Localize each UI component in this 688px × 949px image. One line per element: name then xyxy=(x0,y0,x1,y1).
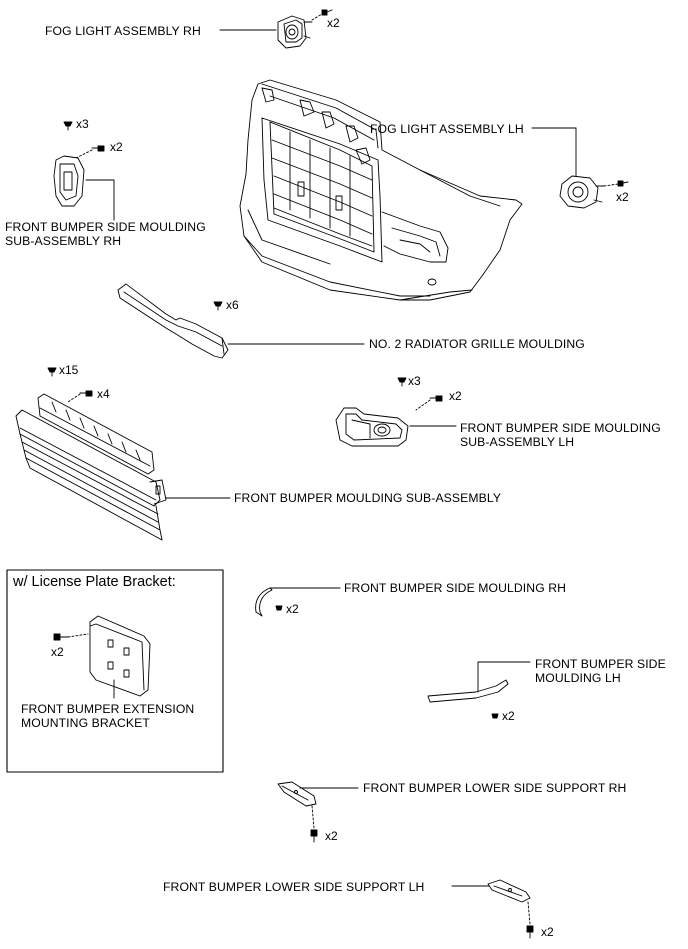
side-moulding-rh-drawing xyxy=(255,587,273,617)
label-side-moulding-lh-line1: FRONT BUMPER SIDE xyxy=(535,657,666,671)
support-rh-bolt-icon xyxy=(310,829,318,843)
bracket-bolt-dash xyxy=(67,633,89,638)
side-moulding-lh-clip-icon xyxy=(491,713,499,719)
fog-light-rh-drawing xyxy=(277,13,323,49)
qty-side-moulding-lh-clip: x2 xyxy=(502,709,515,723)
label-side-moulding-sub-rh-line2: SUB-ASSEMBLY RH xyxy=(5,234,122,248)
front-bumper-drawing xyxy=(239,79,523,301)
bracket-bolt-icon xyxy=(53,633,69,641)
fog-light-lh-drawing xyxy=(559,175,619,209)
fog-rh-bolt-icon xyxy=(321,9,333,16)
qty-side-lh-screw: x2 xyxy=(449,389,462,403)
side-lh-screw-icon xyxy=(429,395,443,402)
side-moulding-lh-drawing xyxy=(427,679,509,703)
fog-lh-bolt-icon xyxy=(617,180,629,187)
grille-clip-icon xyxy=(213,301,223,311)
qty-moulding-clip: x15 xyxy=(59,363,79,377)
label-side-moulding-sub-rh-line1: FRONT BUMPER SIDE MOULDING xyxy=(5,220,206,234)
moulding-screw-dash xyxy=(67,393,81,403)
label-side-moulding-lh-line2: MOULDING LH xyxy=(535,671,621,685)
extension-mounting-bracket-drawing xyxy=(89,615,151,697)
qty-fog-rh-bolt: x2 xyxy=(327,16,340,30)
side-lh-clip-icon xyxy=(397,377,407,387)
front-bumper-moulding-sub-drawing xyxy=(15,393,167,541)
support-lh-bolt-dash xyxy=(527,901,531,925)
qty-support-rh-bolt: x2 xyxy=(325,829,338,843)
qty-moulding-screw: x4 xyxy=(97,387,110,401)
side-rh-screw-dash xyxy=(71,149,93,161)
qty-side-rh-clip: x3 xyxy=(76,117,89,131)
label-extension-bracket-line2: MOUNTING BRACKET xyxy=(21,716,150,730)
side-rh-screw-icon xyxy=(91,145,105,152)
side-moulding-rh-clip-icon xyxy=(275,605,283,611)
qty-fog-lh-bolt: x2 xyxy=(616,190,629,204)
label-fog-light-rh: FOG LIGHT ASSEMBLY RH xyxy=(45,24,201,38)
label-front-bumper-moulding-sub: FRONT BUMPER MOULDING SUB-ASSEMBLY xyxy=(234,491,502,505)
label-side-moulding-sub-lh-line2: SUB-ASSEMBLY LH xyxy=(460,435,575,449)
qty-bracket-bolt: x2 xyxy=(51,645,64,659)
support-rh-bolt-dash xyxy=(311,805,315,829)
qty-side-lh-clip: x3 xyxy=(408,374,421,388)
label-side-moulding-rh: FRONT BUMPER SIDE MOULDING RH xyxy=(344,581,567,595)
label-lower-side-support-rh: FRONT BUMPER LOWER SIDE SUPPORT RH xyxy=(363,781,627,795)
side-moulding-sub-rh-drawing xyxy=(53,155,85,207)
moulding-clip-icon xyxy=(47,367,57,377)
label-extension-bracket-line1: FRONT BUMPER EXTENSION xyxy=(21,702,195,716)
qty-support-lh-bolt: x2 xyxy=(541,925,554,939)
side-moulding-sub-lh-drawing xyxy=(335,407,409,447)
side-lh-screw-dash xyxy=(415,399,431,411)
support-lh-bolt-icon xyxy=(526,925,534,939)
side-rh-clip-icon xyxy=(63,121,73,131)
label-fog-light-lh: FOG LIGHT ASSEMBLY LH xyxy=(370,122,524,136)
label-lower-side-support-lh: FRONT BUMPER LOWER SIDE SUPPORT LH xyxy=(163,880,425,894)
label-side-moulding-sub-lh-line1: FRONT BUMPER SIDE MOULDING xyxy=(460,421,661,435)
license-plate-inset-box xyxy=(6,569,224,773)
radiator-grille-moulding-drawing xyxy=(117,283,229,359)
qty-side-moulding-rh-clip: x2 xyxy=(286,602,299,616)
qty-grille-clip: x6 xyxy=(226,298,239,312)
inset-title: w/ License Plate Bracket: xyxy=(13,574,176,590)
moulding-screw-icon xyxy=(79,390,93,397)
label-radiator-grille-moulding: NO. 2 RADIATOR GRILLE MOULDING xyxy=(369,337,585,351)
lower-side-support-rh-drawing xyxy=(277,781,317,807)
qty-side-rh-screw: x2 xyxy=(110,140,123,154)
lower-side-support-lh-drawing xyxy=(487,879,531,903)
